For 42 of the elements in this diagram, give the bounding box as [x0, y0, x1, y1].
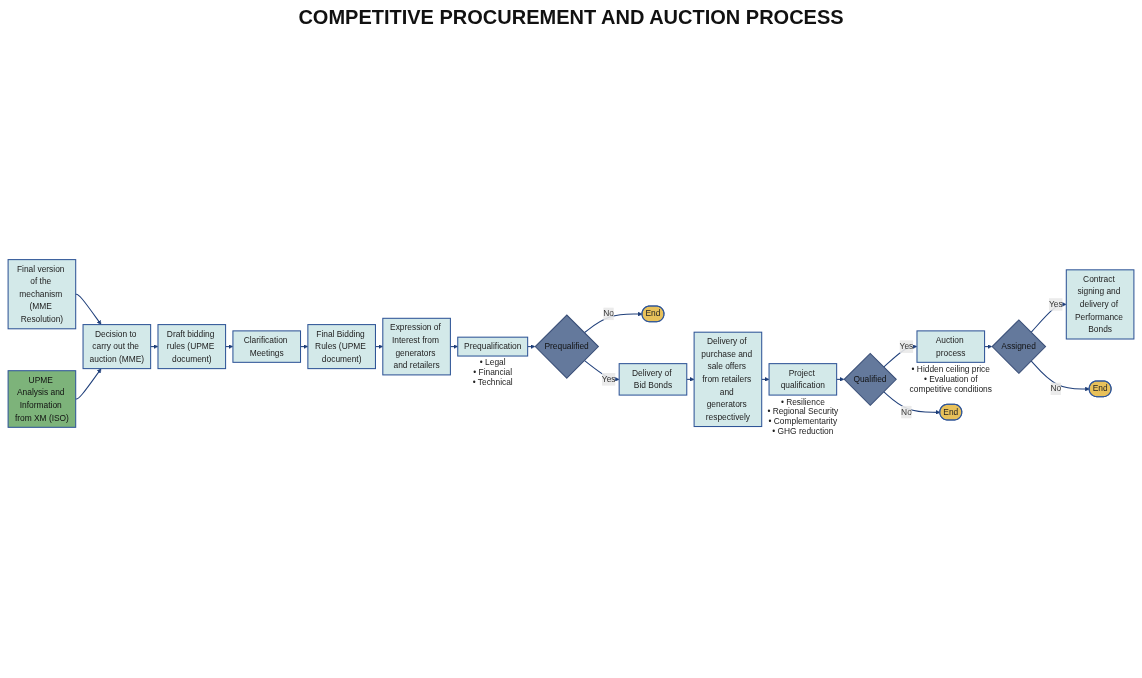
bullet-item: • Financial	[473, 367, 513, 378]
bullet-item: • Complementarity	[768, 416, 838, 427]
node-box: Delivery of purchase and sale offers from retailers and generators respectively	[693, 331, 763, 428]
arrow	[583, 311, 643, 334]
edge-label: No	[901, 407, 912, 417]
arrow	[836, 377, 845, 382]
bullet-item: • Evaluation of competitive conditions	[909, 373, 992, 394]
arrow	[527, 344, 536, 349]
node-diamond: Qualified	[843, 352, 897, 407]
arrow	[686, 377, 695, 382]
node-diamond: Assigned	[991, 319, 1047, 375]
node-box: Final version of the mechanism (MME Resolution)	[7, 259, 77, 330]
node-box: Final Bidding Rules (UPME document)	[307, 324, 376, 370]
bullet-item: • Resilience	[780, 396, 825, 407]
node-box: Draft bidding rules (UPME document)	[157, 324, 227, 370]
arrow	[75, 293, 102, 325]
node-diamond: Prequalified	[534, 314, 600, 379]
bullet-item: • Regional Security	[767, 406, 839, 417]
node-box: Expression of Interest from generators and retailers	[382, 317, 451, 376]
bullet-item: • GHG reduction	[772, 426, 834, 437]
node-box: Contract signing and delivery of Performance Bonds	[1065, 269, 1135, 340]
bullet-item: • Legal	[479, 357, 506, 368]
bullet-item: • Hidden ceiling price	[911, 363, 990, 374]
node-box: Project qualification	[768, 363, 838, 396]
diagram-title: COMPETITIVE PROCUREMENT AND AUCTION PROCESS	[298, 6, 844, 29]
node-box: Prequalification	[457, 336, 529, 357]
arrow	[883, 391, 941, 415]
edge-label: Yes	[1048, 299, 1063, 309]
arrow	[984, 344, 993, 349]
node-box: Delivery of Bid Bonds	[618, 363, 688, 396]
node-box: UPME Analysis and Information from XM (ISO)	[7, 370, 77, 428]
arrow	[761, 377, 770, 382]
arrow	[75, 368, 102, 400]
edge-label: No	[1050, 384, 1062, 393]
node-box: Auction process	[916, 330, 986, 363]
edge-label: Yes	[899, 341, 914, 351]
edge-label: Yes	[601, 374, 616, 384]
arrow	[1030, 360, 1090, 392]
node-box: Decision to carry out the auction (MME)	[82, 324, 152, 370]
bullet-item: • Technical	[472, 377, 513, 388]
node-box: Clarification Meetings	[232, 330, 302, 363]
edge-label: No	[603, 309, 615, 319]
